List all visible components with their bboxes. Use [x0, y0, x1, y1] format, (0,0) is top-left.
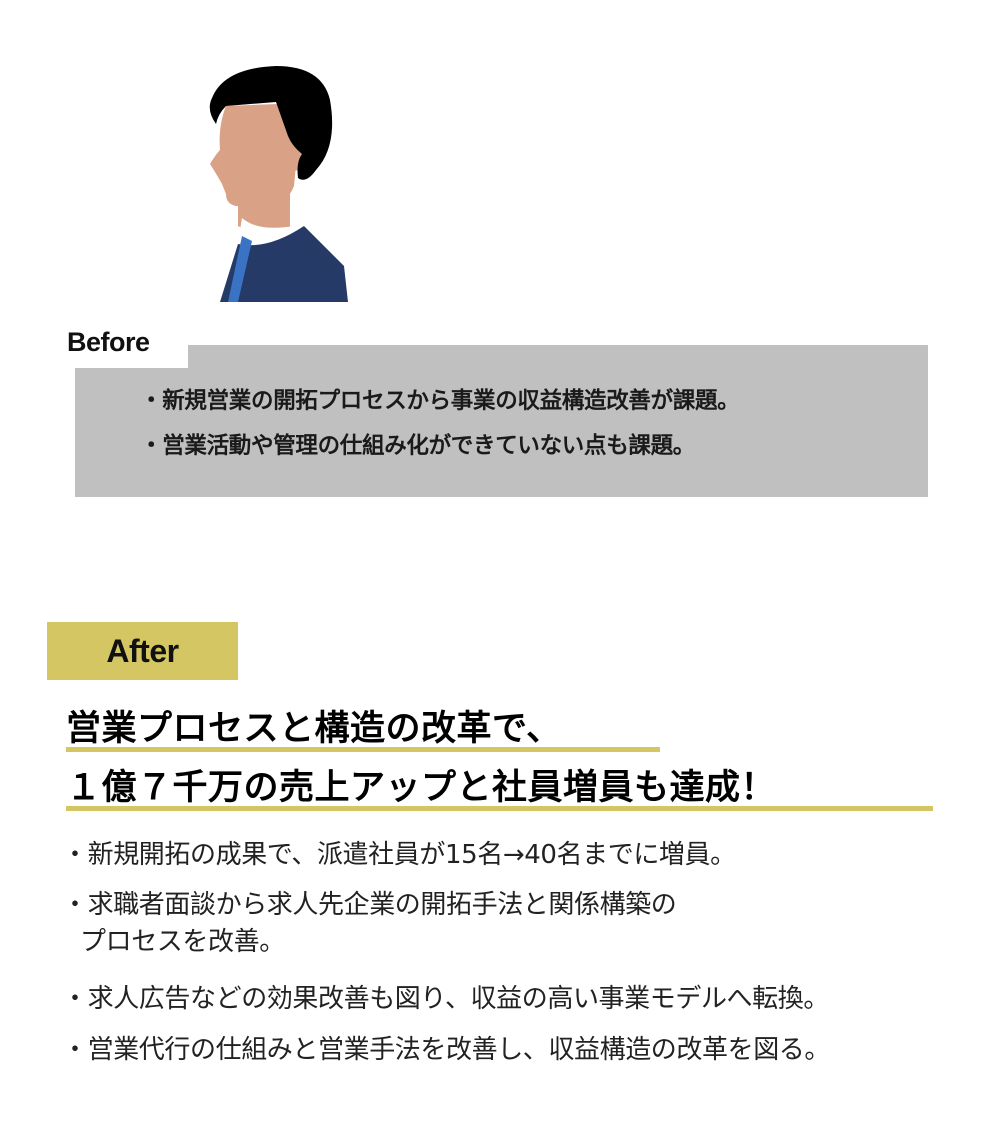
before-box-tab [188, 345, 928, 369]
headline-line-2: １億７千万の売上アップと社員増員も達成！ [66, 768, 777, 808]
after-badge: After [47, 622, 238, 680]
after-list-item: ・求職者面談から求人先企業の開拓手法と関係構築の [62, 890, 677, 920]
headline-underline-2 [66, 806, 933, 811]
after-list-item: ・新規開拓の成果で、派遣社員が15名→40名までに増員。 [62, 840, 736, 870]
before-label: Before [67, 327, 150, 357]
headline-line-1: 営業プロセスと構造の改革で、 [66, 709, 562, 749]
before-item: ・新規営業の開拓プロセスから事業の収益構造改善が課題。 [140, 388, 740, 414]
after-list-item: ・求人広告などの効果改善も図り、収益の高い事業モデルへ転換。 [62, 984, 829, 1014]
headline-underline-1 [66, 747, 660, 752]
after-label: After [106, 632, 179, 669]
after-list-item-continuation: プロセスを改善。 [80, 927, 285, 957]
businessman-profile-icon [198, 66, 354, 302]
after-list-item: ・営業代行の仕組みと営業手法を改善し、収益構造の改革を図る。 [62, 1035, 831, 1065]
before-box [75, 368, 928, 497]
before-item: ・営業活動や管理の仕組み化ができていない点も課題。 [140, 433, 696, 459]
